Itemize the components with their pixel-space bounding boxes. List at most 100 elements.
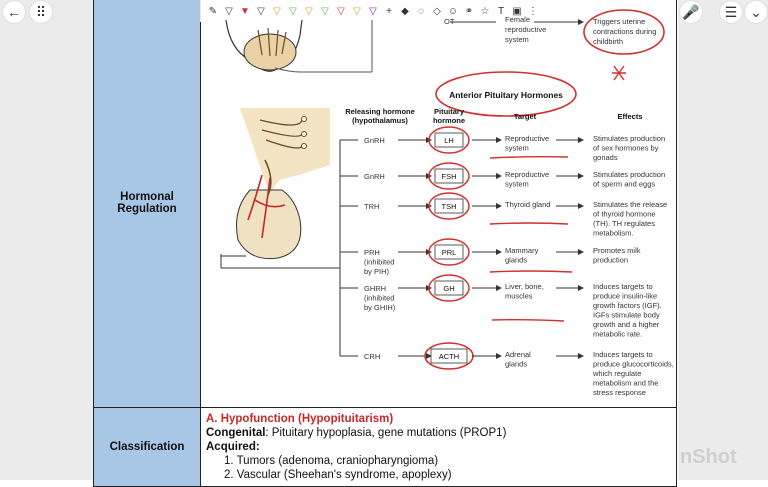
red-circle-annotation <box>428 238 470 266</box>
red-circle-annotation <box>435 71 577 117</box>
posterior-effect-line: childbirth <box>593 37 623 46</box>
highlighter-icon[interactable]: ▽ <box>321 5 329 17</box>
hormone-effect: growth and a higher <box>593 320 660 329</box>
hormone-effect: production <box>593 256 628 265</box>
menu-icon[interactable]: ☰ <box>720 1 742 23</box>
highlighter-icon[interactable]: ▽ <box>305 5 313 17</box>
shape-icon[interactable]: ◇ <box>433 5 441 17</box>
arrow-head <box>578 173 584 179</box>
congenital-line: Congenital: Pituitary hypoplasia, gene m… <box>206 426 506 440</box>
header-pituitary: hormone <box>433 116 465 125</box>
more-icon[interactable]: ⋮ <box>528 5 538 17</box>
hormone-box <box>434 244 464 260</box>
arrow-head <box>578 353 584 359</box>
red-underline-annotation <box>491 318 565 322</box>
annotation-toolbar: ✎ ▽ ▼ ▽ ▽ ▽ ▽ ▽ ▽ ▽ ▽ + ◆ ◌ ◇ ☺ ⚭ ☆ T ▣ … <box>200 0 596 22</box>
arrow-head <box>426 353 432 359</box>
highlighter-icon[interactable]: ▽ <box>337 5 345 17</box>
target-organ: system <box>505 144 529 153</box>
hormone-effect: Induces targets to <box>593 350 653 359</box>
arrow-head <box>578 137 584 143</box>
target-organ: muscles <box>505 292 533 301</box>
header-target: Target <box>514 112 537 121</box>
hypofunction-heading: A. Hypofunction (Hypopituitarism) <box>206 413 394 425</box>
text-icon[interactable]: T <box>497 5 505 17</box>
congenital-label: Congenital <box>206 427 266 439</box>
watermark: nShot <box>680 446 737 468</box>
add-icon[interactable]: + <box>386 5 392 17</box>
mic-icon[interactable]: 🎤 <box>680 1 702 23</box>
grid-icon[interactable]: ⠿ <box>30 1 52 23</box>
target-organ: Liver, bone, <box>505 282 544 291</box>
highlighter-icon[interactable]: ▽ <box>353 5 361 17</box>
classification-content: A. Hypofunction (Hypopituitarism) Congen… <box>206 412 506 482</box>
hormone-effect: of sex hormones by <box>593 144 659 153</box>
target-organ: Mammary <box>505 246 539 255</box>
arrow-head <box>578 285 584 291</box>
image-icon[interactable]: ▣ <box>512 5 522 17</box>
releasing-hormone: (inhibited <box>364 258 394 267</box>
target-organ: system <box>505 180 529 189</box>
hormone-box <box>430 348 468 364</box>
hormone-effect: of thyroid hormone <box>593 210 656 219</box>
red-circle-annotation <box>428 162 470 190</box>
hormone-box <box>434 198 464 214</box>
target-organ: glands <box>505 360 527 369</box>
header-pituitary: Pituitary <box>434 107 465 116</box>
anterior-pituitary-illustration <box>220 108 340 269</box>
sticker-icon[interactable]: ☺ <box>447 5 459 17</box>
red-circle-annotation <box>428 126 470 154</box>
eraser-icon[interactable]: ◆ <box>401 5 409 17</box>
classification-label-text: Classification <box>109 441 185 453</box>
releasing-hormone: by PIH) <box>364 267 390 276</box>
list-item: 1. Tumors (adenoma, craniopharyngioma) <box>224 455 439 467</box>
pituitary-hormone: ACTH <box>439 352 459 361</box>
posterior-hormone: OT <box>444 17 455 26</box>
lasso-icon[interactable]: ◌ <box>418 5 424 17</box>
back-icon[interactable]: ← <box>3 1 25 23</box>
classification-cell <box>201 407 677 487</box>
link-icon[interactable]: ⚭ <box>464 5 474 17</box>
pen-icon[interactable]: ✎ <box>208 5 218 17</box>
chevron-down-icon[interactable]: ⌄ <box>745 1 767 23</box>
red-circle-annotation <box>428 274 470 302</box>
releasing-hormone: PRH <box>364 248 380 257</box>
hormone-effect: of sperm and eggs <box>593 180 655 189</box>
posterior-target-line: system <box>505 35 529 44</box>
hormone-box <box>434 280 464 296</box>
arrow-head <box>496 249 502 255</box>
hormone-effect: growth factors (IGF). <box>593 301 662 310</box>
posterior-target-line: reproductive <box>505 25 546 34</box>
posterior-target-line: Female <box>505 15 530 24</box>
releasing-hormone: CRH <box>364 352 380 361</box>
releasing-hormone: (inhibited <box>364 294 394 303</box>
pen-tool-icon[interactable]: ▽ <box>257 5 265 17</box>
arrow-head <box>578 249 584 255</box>
arrow-head <box>496 353 502 359</box>
pituitary-hormone: GH <box>443 284 454 293</box>
posterior-effect-line: contractions during <box>593 27 656 36</box>
arrow-head <box>496 203 502 209</box>
red-underline-annotation <box>489 270 573 273</box>
releasing-hormone: GnRH <box>364 172 385 181</box>
highlighter-icon[interactable]: ▽ <box>369 5 377 17</box>
target-organ: Reproductive <box>505 134 549 143</box>
header-releasing: (hypothalamus) <box>352 116 408 125</box>
arrow-head <box>578 203 584 209</box>
star-icon[interactable]: ☆ <box>480 5 490 17</box>
pen-green-icon[interactable]: ▽ <box>289 5 297 17</box>
pituitary-hormone: FSH <box>442 172 457 181</box>
pen-tool-icon[interactable]: ▽ <box>225 5 233 17</box>
red-underline-annotation <box>489 155 569 159</box>
hormone-effect: gonads <box>593 153 618 162</box>
red-underline-annotation <box>489 222 569 225</box>
target-organ: Reproductive <box>505 170 549 179</box>
arrow-head <box>496 173 502 179</box>
pen-yellow-icon[interactable]: ▽ <box>273 5 281 17</box>
pen-red-icon[interactable]: ▼ <box>240 5 250 17</box>
posterior-effect-line: Triggers uterine <box>593 17 645 26</box>
pituitary-hormone: LH <box>444 136 454 145</box>
anterior-title: Anterior Pituitary Hormones <box>449 90 563 100</box>
